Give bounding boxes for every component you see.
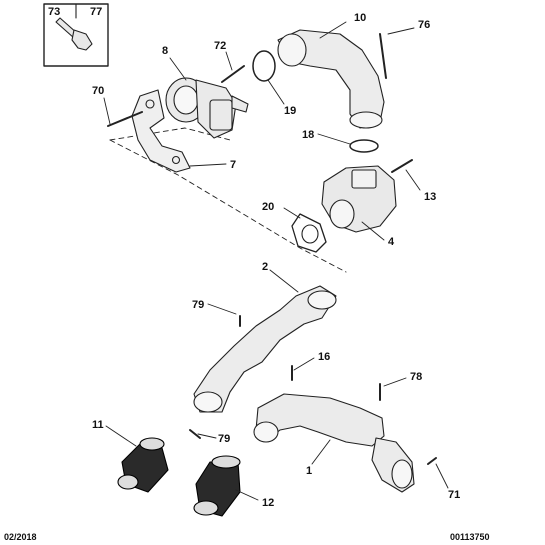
- callout-10: 10: [354, 12, 366, 24]
- callout-72: 72: [214, 40, 226, 52]
- callout-12: 12: [262, 497, 274, 509]
- callout-4: 4: [388, 236, 395, 248]
- callout-2: 2: [262, 261, 268, 273]
- footer-date: 02/2018: [4, 532, 37, 542]
- bolt-71: [427, 457, 437, 465]
- callout-79-lower: 79: [218, 433, 230, 445]
- bolt-72: [221, 65, 245, 83]
- callout-71: 71: [448, 489, 460, 501]
- callout-18: 18: [302, 129, 314, 141]
- callout-78: 78: [410, 371, 422, 383]
- inset-label-77: 77: [90, 6, 102, 18]
- hose-part-12: [193, 455, 241, 517]
- bolt-76: [379, 33, 387, 79]
- intake-pipe-part-2: [193, 285, 337, 413]
- callout-16: 16: [318, 351, 330, 363]
- elbow-pipe-part-10: [277, 29, 385, 129]
- callout-20: 20: [262, 201, 274, 213]
- hose-part-11: [117, 437, 169, 493]
- inset-label-73: 73: [48, 6, 60, 18]
- callout-70: 70: [92, 85, 104, 97]
- callout-19: 19: [284, 105, 296, 117]
- footer-ref: 00113750: [450, 532, 490, 542]
- callout-8: 8: [162, 45, 168, 57]
- mount-outline-dash: [109, 139, 347, 273]
- intake-assembly-part-1: [253, 393, 415, 493]
- callout-1: 1: [306, 465, 312, 477]
- bracket-part-7: [131, 89, 191, 173]
- callout-7: 7: [230, 159, 236, 171]
- gasket-20-bore: [301, 224, 319, 244]
- housing-part-4: [321, 165, 397, 233]
- throttle-body-part-8: [165, 77, 249, 139]
- callout-labels: 73 77 8 72 70 7 10 76 19 18 13 20 4 2 79…: [48, 6, 460, 509]
- oring-part-18: [349, 139, 379, 153]
- bolt-70: [107, 111, 143, 127]
- callout-76: 76: [418, 19, 430, 31]
- bolt-79b: [189, 429, 201, 439]
- mount-outline-dash-2: [109, 127, 231, 141]
- leader-lines: [103, 21, 449, 501]
- callout-79-upper: 79: [192, 299, 204, 311]
- gasket-part-20: [291, 213, 327, 253]
- bolt-13: [391, 159, 413, 173]
- callout-13: 13: [424, 191, 436, 203]
- gasket-part-19: [252, 50, 276, 82]
- callout-11: 11: [92, 419, 104, 431]
- bolt-73-77: [55, 17, 93, 51]
